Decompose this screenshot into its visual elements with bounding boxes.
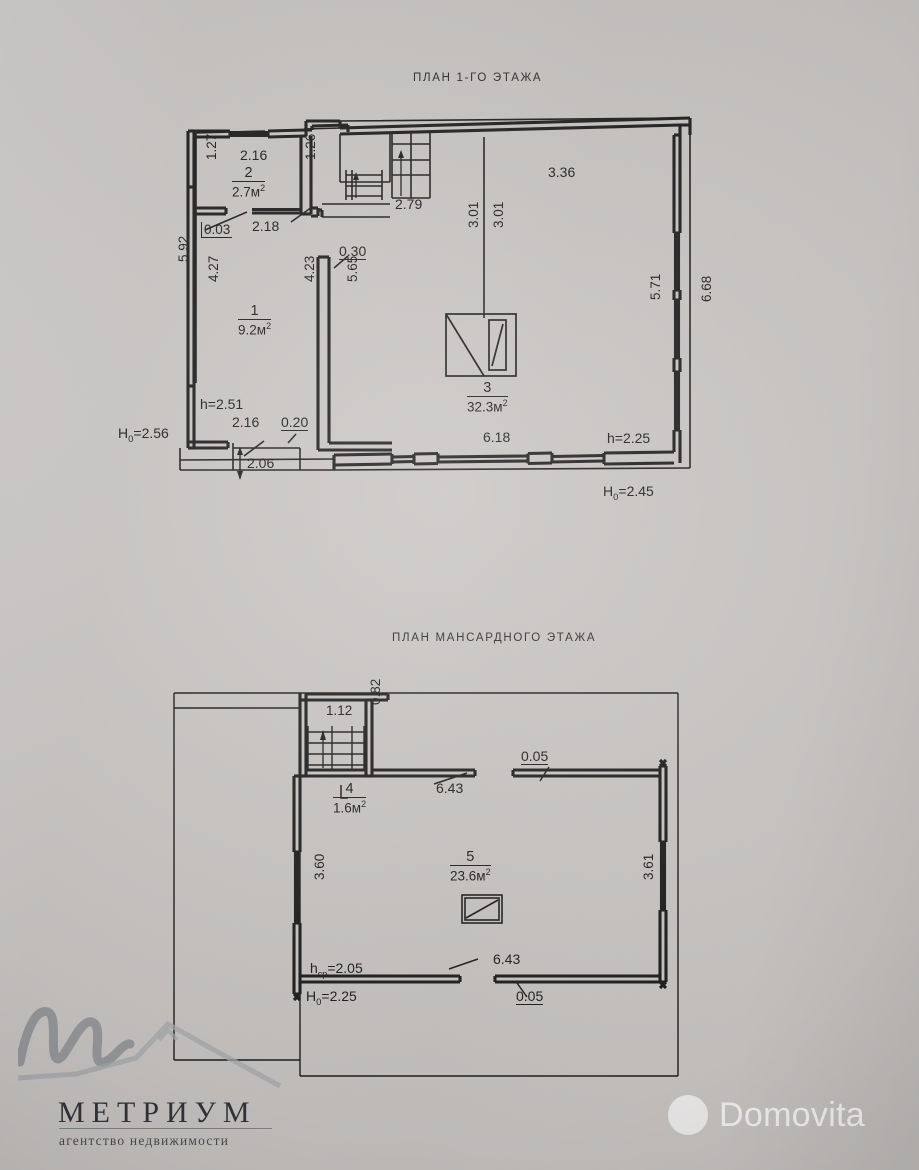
room-5-number: 5: [466, 849, 475, 865]
dim-5-71: 5.71: [648, 273, 663, 300]
room-2-area: 2.7м2: [232, 181, 266, 200]
dim-3-60: 3.60: [312, 853, 327, 880]
floor1-plan-title: ПЛАН 1-ГО ЭТАЖА: [413, 72, 543, 84]
dim-2-18: 2.18: [252, 218, 280, 234]
height-h-2-51: h=2.51: [200, 396, 244, 412]
dim-bottom-6-43: 6.43: [493, 951, 521, 967]
dim-bottom-0-05: 0.05: [516, 988, 544, 1005]
dim-3-61: 3.61: [641, 853, 656, 880]
dim-4-23: 4.23: [302, 255, 317, 282]
dim-stair-2-79: 2.79: [395, 196, 423, 212]
floor1-drawing: [179, 116, 692, 480]
dim-0-82: 0.82: [368, 678, 383, 705]
room-label-5: 5 23.6м2: [450, 850, 491, 884]
dim-0-03: 0.03: [201, 222, 233, 238]
dim-1-12: 1.12: [326, 703, 353, 718]
dim-6-68: 6.68: [699, 275, 714, 302]
height-h-avg: hср=2.05: [310, 960, 363, 979]
dim-5-92: 5.92: [176, 235, 191, 262]
room-1-area: 9.2м2: [238, 319, 272, 338]
room-2-number: 2: [244, 165, 253, 181]
dim-top-6-43: 6.43: [436, 780, 464, 796]
floor2-labels: 1.12 0.82 4 1.6м2 6.43 0.05 3.60 3.61 5 …: [0, 670, 919, 1130]
dim-3-01-b: 3.01: [491, 201, 506, 228]
height-h-2-25: h=2.25: [607, 430, 651, 446]
room-1-number: 1: [250, 303, 259, 319]
dim-bottom-2-16: 2.16: [232, 414, 260, 430]
dim-6-18: 6.18: [483, 429, 511, 445]
dim-top-2-16: 2.16: [240, 147, 268, 163]
room-label-4: 4 1.6м2: [333, 781, 367, 816]
height-H0-2-56: H0=2.56: [118, 425, 169, 445]
room-label-3: 3 32.3м2: [467, 381, 508, 415]
floor1-labels: 2.16 1.27 1.26 2 2.7м2 0.03 2.18 2.79 3.…: [0, 0, 919, 530]
room-label-2: 2 2.7м2: [232, 165, 266, 200]
height-H0-2-45: H0=2.45: [603, 483, 654, 503]
dim-4-27: 4.27: [206, 255, 221, 282]
dim-top-0-05: 0.05: [521, 748, 549, 765]
room-5-area: 23.6м2: [450, 865, 491, 884]
dim-0-20: 0.20: [281, 414, 309, 431]
room-4-area: 1.6м2: [333, 797, 367, 816]
dim-2-06: 2.06: [247, 455, 275, 471]
dim-mid-1-26: 1.26: [303, 133, 318, 160]
dim-3-36: 3.36: [548, 164, 576, 180]
dim-3-01-a: 3.01: [466, 201, 481, 228]
room-3-area: 32.3м2: [467, 396, 508, 415]
dim-0-30: 0.30: [339, 243, 367, 260]
room-label-1: 1 9.2м2: [238, 303, 272, 338]
dim-left-1-27: 1.27: [204, 133, 219, 160]
height-H0-2-25: H0=2.25: [306, 988, 357, 1008]
room-3-number: 3: [483, 380, 492, 396]
floor2-plan-title: ПЛАН МАНСАРДНОГО ЭТАЖА: [392, 632, 597, 644]
room-4-number: 4: [345, 781, 354, 797]
